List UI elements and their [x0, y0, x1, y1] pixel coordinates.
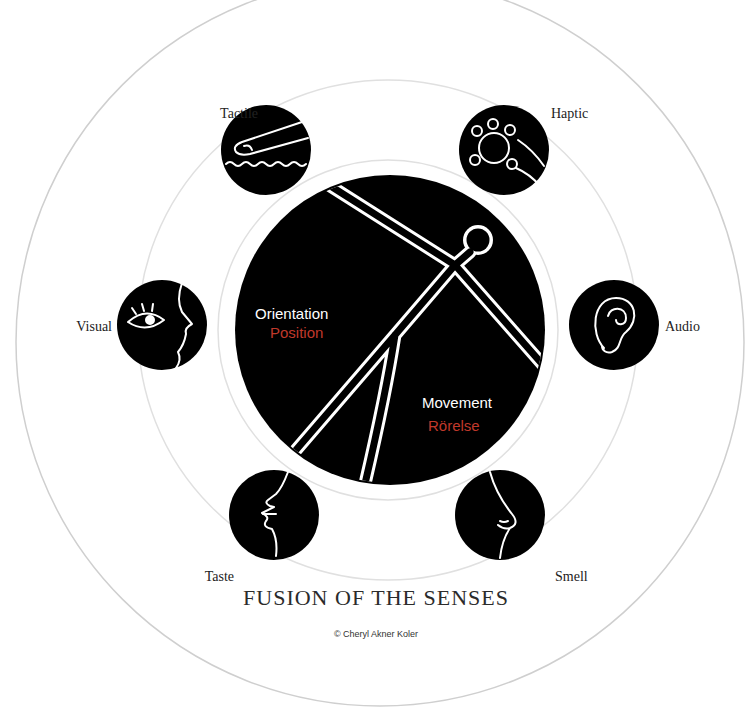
eyelashes	[132, 304, 153, 314]
outer-circle	[16, 0, 744, 706]
human-figure	[265, 154, 565, 505]
ear-outline	[595, 298, 634, 353]
sense-circle: Smell	[455, 470, 545, 560]
sense-label: Haptic	[551, 106, 588, 123]
sense-circle: Taste	[229, 470, 319, 560]
hand-icon	[470, 119, 544, 186]
ear-inner	[608, 309, 626, 325]
diagram-title: FUSION OF THE SENSES	[243, 585, 509, 611]
black-disc	[455, 470, 545, 560]
sense-label-box: Tactile	[220, 104, 258, 123]
sense-label-box: Taste	[205, 567, 234, 586]
sense-label: Smell	[555, 569, 588, 586]
center-sublabel: Rörelse	[428, 417, 480, 435]
face-profile	[176, 283, 192, 368]
nostril	[500, 521, 508, 522]
lips-line	[263, 513, 276, 515]
copyright-note: © Cheryl Akner Koler	[334, 629, 418, 639]
held-ball	[479, 133, 509, 163]
circle-shape	[455, 470, 545, 560]
circle-shape	[569, 280, 659, 370]
finger-icon	[226, 122, 308, 166]
sense-label-box: Audio	[665, 317, 700, 336]
mouth-icon	[262, 472, 288, 556]
center-label-box: Movement	[422, 394, 492, 412]
diagram-title-box: FUSION OF THE SENSES	[0, 585, 752, 611]
wrist-lines	[516, 140, 544, 186]
fingertip	[505, 125, 515, 135]
pupil	[146, 316, 154, 324]
center-label: Orientation	[255, 305, 328, 323]
eye-icon	[128, 283, 192, 368]
sense-label: Taste	[205, 569, 234, 586]
ear-icon	[595, 298, 634, 353]
circle-shape	[459, 105, 549, 195]
sense-label-box: Haptic	[551, 104, 588, 123]
figure-outline	[265, 154, 565, 505]
circle-shape	[229, 470, 319, 560]
nose-profile	[490, 472, 516, 558]
center-label: Movement	[422, 394, 492, 412]
center-label-box: Orientation	[255, 305, 328, 323]
finger-nail	[244, 146, 252, 151]
fingertip	[470, 155, 480, 165]
black-disc	[235, 175, 545, 485]
figure-head-fill	[467, 229, 490, 252]
nose-icon	[490, 472, 516, 558]
circle-shape	[117, 280, 207, 370]
sense-circle: Visual	[117, 280, 207, 370]
surface-wave	[226, 162, 306, 166]
center-sublabel-box: Rörelse	[428, 417, 480, 435]
sense-label: Visual	[76, 319, 112, 336]
black-disc	[117, 280, 207, 370]
copyright-note-box: © Cheryl Akner Koler	[0, 623, 752, 641]
fingertip	[507, 159, 517, 169]
black-disc	[459, 105, 549, 195]
center-sublabel: Position	[270, 324, 323, 342]
black-disc	[229, 470, 319, 560]
sense-label-box: Smell	[555, 567, 588, 586]
fingertip	[488, 119, 498, 129]
black-disc	[569, 280, 659, 370]
sense-label: Tactile	[220, 106, 258, 123]
face-profile	[262, 472, 288, 556]
center-circle: OrientationPositionMovementRörelse	[235, 175, 545, 485]
sense-circle: Haptic	[459, 105, 549, 195]
eye-outline	[128, 313, 164, 327]
figure-head-outline	[463, 225, 493, 255]
black-disc	[221, 105, 311, 195]
center-sublabel-box: Position	[270, 324, 323, 342]
inner-ring	[218, 160, 558, 500]
sense-circle: Tactile	[221, 105, 311, 195]
fingertip	[472, 126, 482, 136]
sense-circle: Audio	[569, 280, 659, 370]
finger-outline	[235, 122, 308, 155]
figure-fill	[265, 154, 565, 505]
sense-label-box: Visual	[76, 317, 112, 336]
sense-label: Audio	[665, 319, 700, 336]
middle-ring	[138, 80, 638, 580]
